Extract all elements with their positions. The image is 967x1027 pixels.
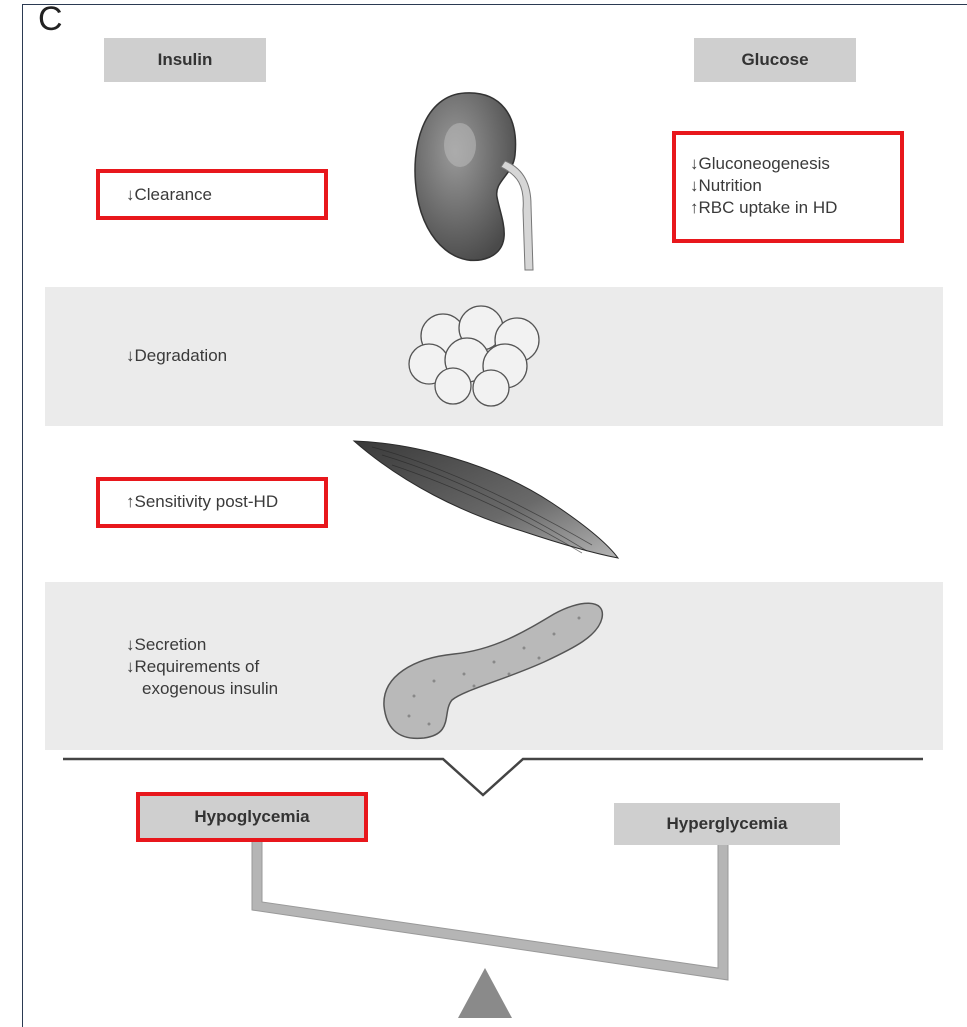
hyperglycemia-label: Hyperglycemia [667,814,788,834]
fat-cells-icon [405,298,555,408]
seesaw-icon [240,840,740,1020]
glucose-highlight [672,131,904,243]
pancreas-line-3: exogenous insulin [126,678,278,700]
pancreas-line-2: ↓Requirements of [126,656,278,678]
balance-divider [63,757,923,797]
kidney-icon [405,85,545,275]
insulin-header-label: Insulin [158,50,213,70]
sensitivity-highlight [96,477,328,528]
hypoglycemia-highlight [136,792,368,842]
glucose-header-label: Glucose [741,50,808,70]
hyperglycemia-box: Hyperglycemia [614,803,840,845]
pancreas-icon [374,596,614,746]
insulin-header: Insulin [104,38,266,82]
glucose-header: Glucose [694,38,856,82]
panel-letter: C [38,0,63,39]
muscle-icon [352,433,622,563]
clearance-highlight [96,169,328,220]
liver-insulin-text: ↓Degradation [126,345,227,367]
pancreas-insulin-text: ↓Secretion ↓Requirements of exogenous in… [126,634,278,700]
pancreas-line-1: ↓Secretion [126,634,278,656]
